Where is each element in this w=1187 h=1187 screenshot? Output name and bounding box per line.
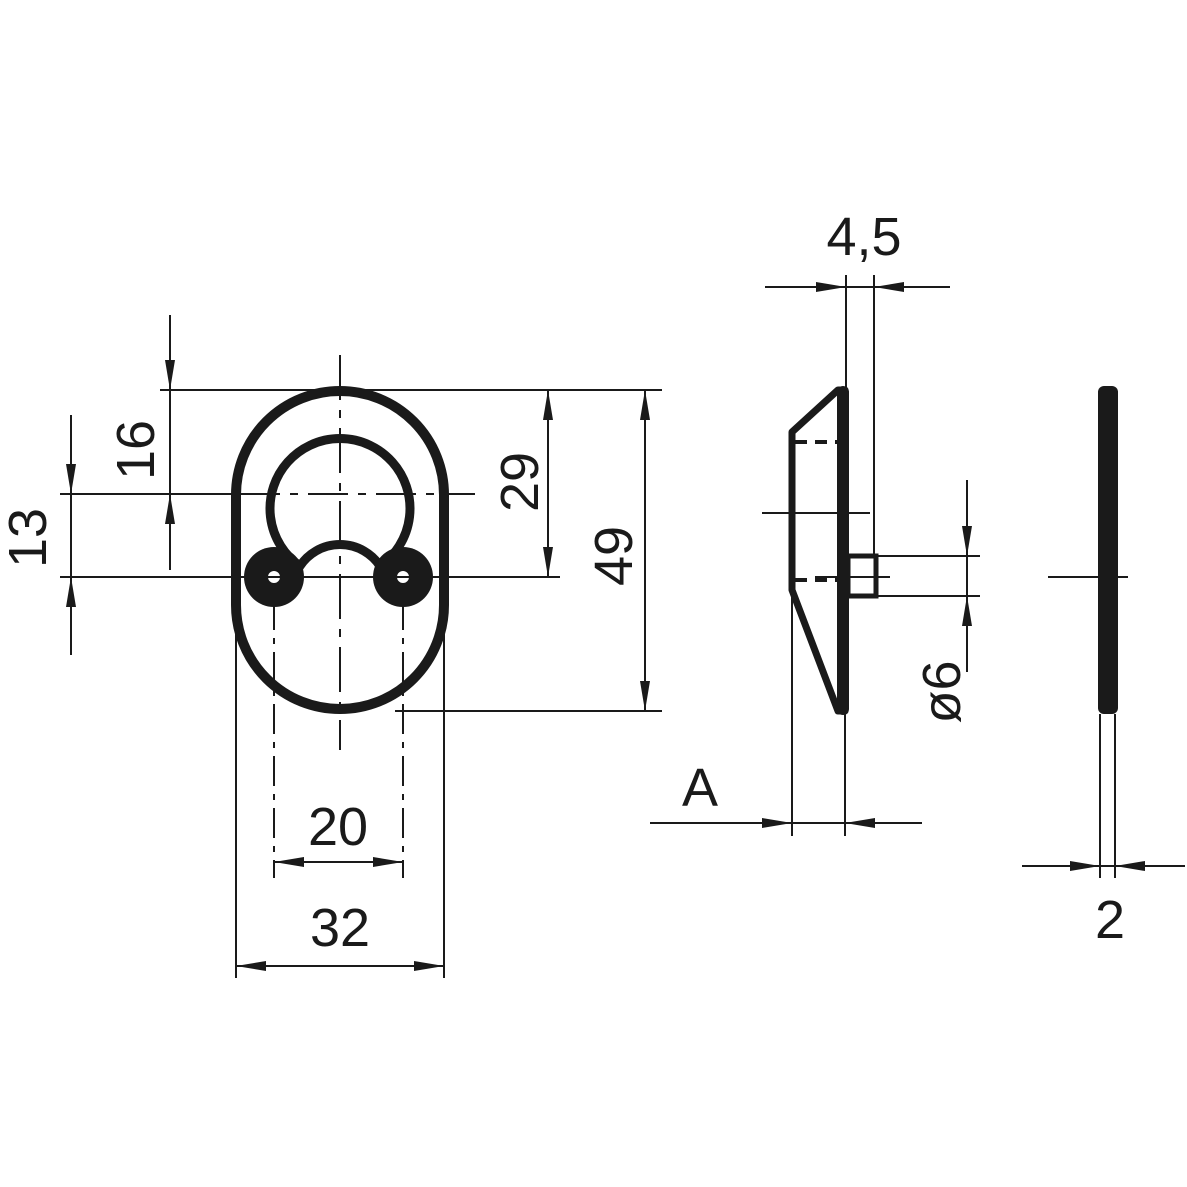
dim-49-label: 49 — [584, 526, 644, 586]
dim-4-5-label: 4,5 — [826, 207, 901, 267]
front-view — [231, 355, 475, 878]
dim-20-label: 20 — [308, 797, 368, 857]
dim-29-label: 29 — [490, 452, 550, 512]
dim-13-label: 13 — [0, 508, 58, 568]
side-dimensions — [650, 275, 980, 836]
cylinder-opening — [265, 434, 415, 573]
rosette-outline — [231, 386, 449, 714]
dim-a-label: A — [682, 758, 718, 818]
side-view — [762, 386, 890, 715]
edge-plate — [1098, 386, 1118, 714]
dim-2-label: 2 — [1095, 890, 1125, 950]
dim-32-label: 32 — [310, 898, 370, 958]
edge-view — [1022, 386, 1185, 878]
dimension-labels: 4,5 16 13 29 49 20 32 ø6 A 2 — [0, 207, 1125, 958]
front-dimensions — [60, 315, 662, 978]
dim-d6-label: ø6 — [912, 660, 972, 723]
dim-16-label: 16 — [106, 420, 166, 480]
